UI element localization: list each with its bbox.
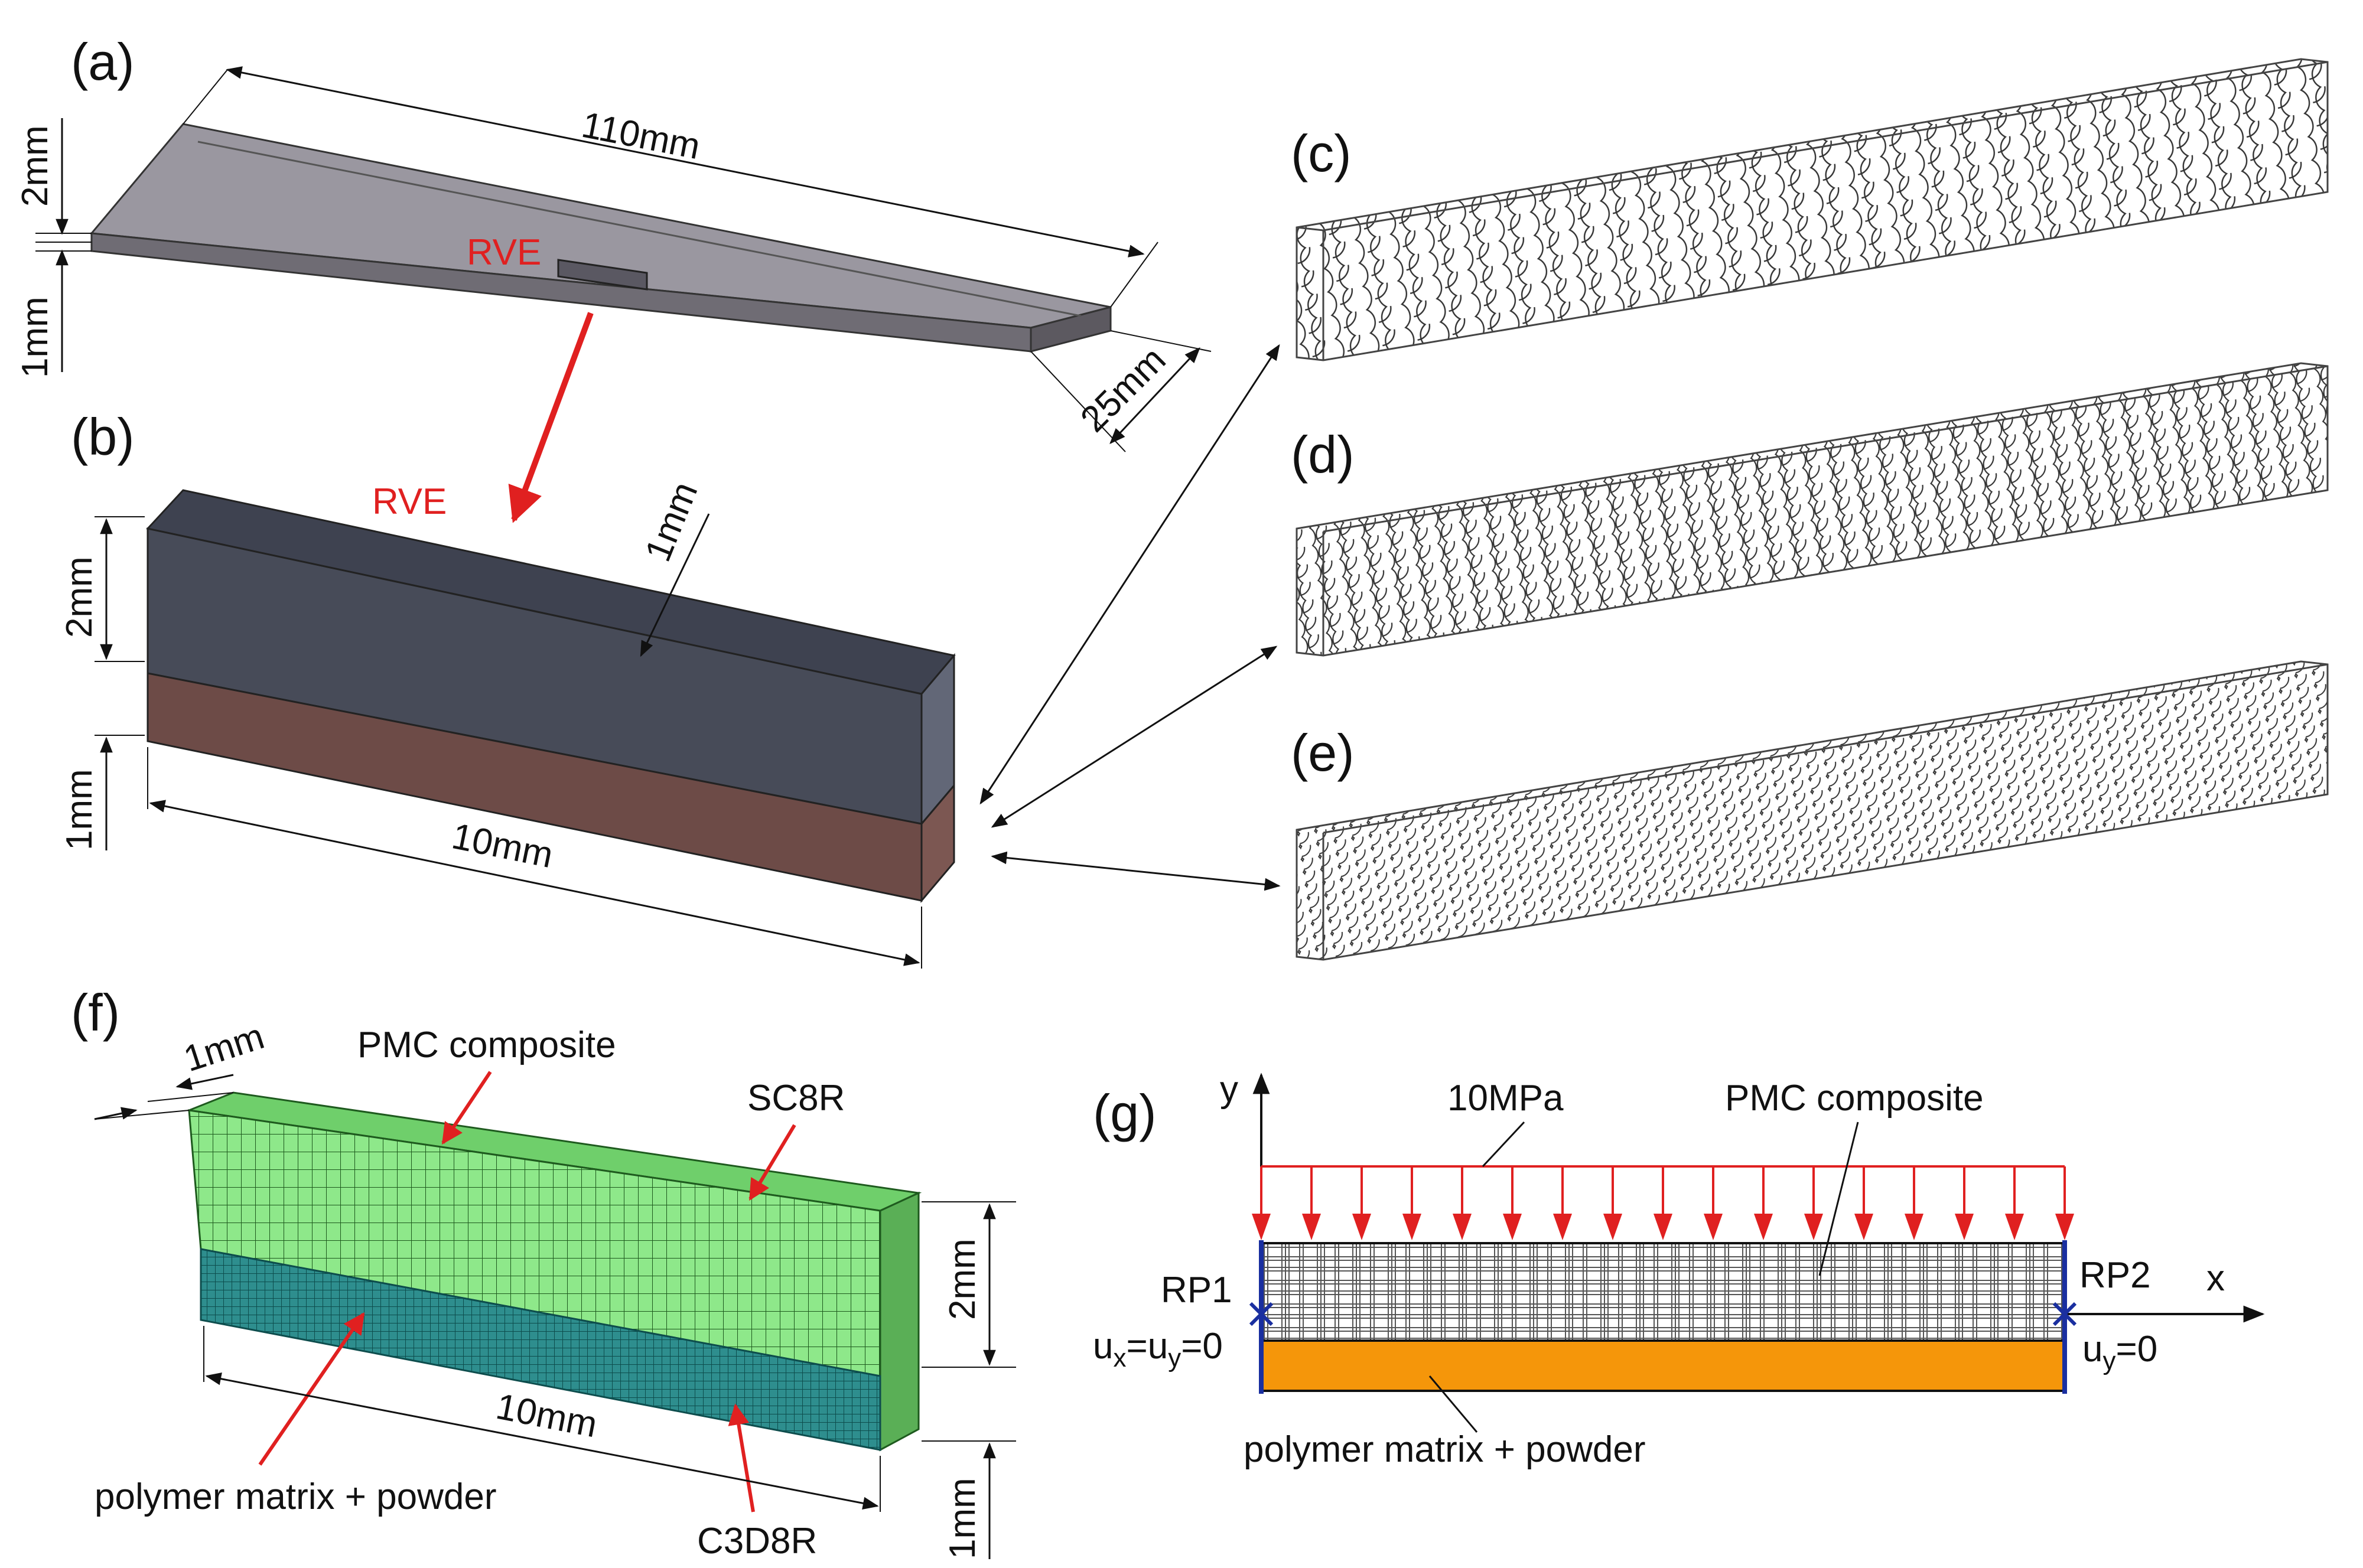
pmc-composite-label-g: PMC composite xyxy=(1725,1078,1984,1119)
panel-d: (d) xyxy=(1291,362,2329,657)
load-arrow-head xyxy=(1352,1214,1371,1240)
dim-1mm-b: 1mm xyxy=(59,769,100,850)
y-axis-label: y xyxy=(1220,1069,1238,1110)
dim-1mm-f-width: 1mm xyxy=(179,1016,269,1080)
lattice-box-e xyxy=(1296,660,2329,961)
load-arrow-head xyxy=(1603,1214,1622,1240)
matrix-label-g: polymer matrix + powder xyxy=(1244,1429,1646,1470)
load-arrow-head xyxy=(1754,1214,1773,1240)
panel-b-label: (b) xyxy=(71,408,135,466)
mesh-side xyxy=(879,1191,920,1452)
pmc-composite-layer xyxy=(1260,1242,2066,1342)
load-arrow-head xyxy=(1302,1214,1321,1240)
load-arrow-head xyxy=(1453,1214,1472,1240)
rp1-label: RP1 xyxy=(1161,1270,1232,1311)
matrix-layer xyxy=(1260,1339,2066,1392)
panel-f-label: (f) xyxy=(71,983,120,1042)
panel-a-label: (a) xyxy=(71,32,135,91)
panel-a: (a) RVE 110mm 25mm 2mm 1mm xyxy=(15,32,1212,523)
pmc-composite-label-f: PMC composite xyxy=(357,1025,616,1065)
rve-label-b: RVE xyxy=(372,481,447,522)
dim-110mm: 110mm xyxy=(578,105,704,167)
rp2-marker xyxy=(2052,1302,2077,1326)
dim-2mm-a: 2mm xyxy=(15,125,56,207)
panel-c: (c) xyxy=(1291,58,2329,361)
load-arrow-head xyxy=(1804,1214,1823,1240)
load-arrow-head xyxy=(2055,1214,2074,1240)
dim-10mm-f: 10mm xyxy=(493,1386,600,1446)
dim-10mm-b: 10mm xyxy=(448,816,556,876)
panel-g-label: (g) xyxy=(1093,1084,1157,1142)
load-arrow-head xyxy=(1503,1214,1522,1240)
dim-1mm-a: 1mm xyxy=(15,296,56,378)
load-arrow-head xyxy=(1654,1214,1672,1240)
linking-arrows xyxy=(979,344,1281,891)
c3d8r-label: C3D8R xyxy=(697,1521,817,1562)
panel-d-label: (d) xyxy=(1291,425,1355,484)
sc8r-label: SC8R xyxy=(747,1078,845,1119)
panel-c-label: (c) xyxy=(1291,124,1352,182)
lattice-box-c xyxy=(1296,58,2329,361)
load-arrow-head xyxy=(1905,1214,1923,1240)
dim-2mm-b: 2mm xyxy=(59,556,100,638)
rp1-marker xyxy=(1249,1302,1274,1326)
dim-25mm: 25mm xyxy=(1073,339,1174,440)
load-arrow-head xyxy=(1402,1214,1421,1240)
load-arrow-head xyxy=(1553,1214,1572,1240)
load-label: 10MPa xyxy=(1447,1078,1564,1119)
load-arrow-head xyxy=(1704,1214,1723,1240)
panel-e: (e) xyxy=(1291,660,2329,961)
load-arrows xyxy=(1252,1166,2074,1240)
x-axis-label: x xyxy=(2206,1258,2225,1299)
rve-bottom-side xyxy=(920,783,955,904)
bc-right-label: uy=0 xyxy=(2082,1329,2157,1375)
load-arrow-head xyxy=(1854,1214,1873,1240)
panel-b: (b) RVE 1mm 2mm 1mm 10mm xyxy=(59,408,956,969)
zoom-arrow xyxy=(508,312,594,523)
dim-1mm-f: 1mm xyxy=(942,1478,983,1559)
dim-2mm-f: 2mm xyxy=(942,1238,983,1320)
lattice-box-d xyxy=(1296,362,2329,657)
rve-small-block xyxy=(557,259,648,291)
load-arrow-head xyxy=(1955,1214,1974,1240)
load-arrow-head xyxy=(1252,1214,1271,1240)
panel-f: (f) PMC composite SC8R polymer matrix + … xyxy=(71,983,1016,1562)
rve-label-a: RVE xyxy=(467,232,541,273)
matrix-label-f: polymer matrix + powder xyxy=(95,1476,497,1517)
rp2-label: RP2 xyxy=(2079,1255,2151,1296)
panel-g: (g) y x 10MPa PMC composite polymer matr… xyxy=(1093,1069,2265,1470)
load-arrow-head xyxy=(2005,1214,2024,1240)
panel-e-label: (e) xyxy=(1291,723,1355,782)
bc-left-label: ux=uy=0 xyxy=(1093,1326,1223,1373)
dim-1mm-b-width: 1mm xyxy=(637,477,706,568)
